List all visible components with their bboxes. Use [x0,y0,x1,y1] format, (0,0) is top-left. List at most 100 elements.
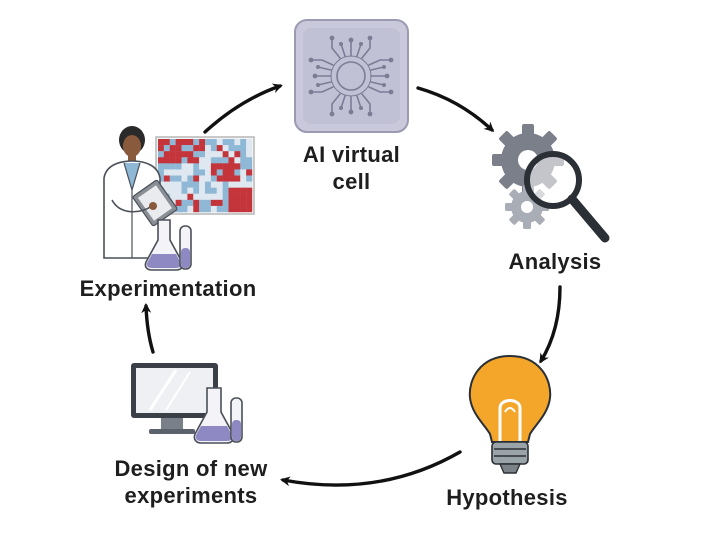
heatmap-cell [205,157,212,164]
heatmap-cell [199,199,206,207]
heatmap-cell [210,193,217,201]
heatmap-cell [210,157,217,164]
heatmap-cell [228,163,235,170]
monitor [131,363,218,434]
experimentation-label: Experimentation [79,276,257,301]
heatmap-cell [175,139,182,146]
heatmap-cell [216,139,223,146]
heatmap-cell [228,169,235,176]
heatmap-cell [246,205,253,213]
heatmap-cell [216,193,223,201]
heatmap-cell [234,205,241,213]
heatmap-cell [246,169,253,176]
heatmap-cell [169,151,176,158]
heatmap-cell [175,193,182,201]
heatmap-cell [187,199,194,207]
arrow-design-to-experimentation [141,303,155,354]
heatmap-cell [222,181,229,188]
heatmap-cell [181,187,188,194]
heatmap-cell [216,199,223,207]
heatmap-cell [175,187,182,194]
heatmap-cell [216,145,223,152]
heatmap-cell [240,205,247,213]
heatmap-cell [205,199,212,207]
heatmap-cell [163,139,170,146]
heatmap-cell [228,181,235,188]
heatmap-cell [222,157,229,164]
heatmap-cell [181,151,188,158]
chip-icon [294,19,409,133]
heatmap-cell [187,187,194,194]
heatmap-cell [246,145,253,152]
heatmap-cell [210,181,217,188]
heatmap-cell [158,163,165,170]
ai-virtual-cell-label-line2: cell [332,169,371,194]
scientist [103,126,178,259]
heatmap-cell [169,181,176,188]
heatmap-cell [228,205,235,213]
heatmap-cell [158,175,165,182]
heatmap-cell [234,145,241,152]
heatmap-cell [181,163,188,170]
heatmap-cell [240,187,247,194]
heatmap-cell [216,151,223,158]
arrow-analysis-to-hypothesis [539,285,562,364]
heatmap-cell [240,181,247,188]
heatmap-cell [187,193,194,201]
design-label-line1: Design of new [114,456,268,481]
heatmap-cell [175,157,182,164]
heatmap-cell [210,169,217,176]
heatmap-cell [158,151,165,158]
heatmap-cell [187,151,194,158]
heatmap-cell [216,175,223,182]
heatmap-cell [246,157,253,164]
heatmap-cell [193,193,200,201]
heatmap-cell [216,205,223,213]
design-label: Design of new experiments [96,455,286,509]
heatmap-cell [210,151,217,158]
heatmap-cell [222,205,229,213]
heatmap-cell [181,199,188,207]
heatmap-cell [175,181,182,188]
heatmap-cell [210,163,217,170]
heatmap-cell [222,139,229,146]
heatmap-cell [187,181,194,188]
heatmap-cell [175,151,182,158]
heatmap-cell [240,163,247,170]
heatmap-cell [169,175,176,182]
heatmap-cell [187,205,194,213]
heatmap-cell [228,151,235,158]
heatmap-cell [240,145,247,152]
magnifier [524,151,610,243]
heatmap-cell [234,193,241,201]
heatmap-cell [169,157,176,164]
heatmap-cell [216,181,223,188]
heatmap-cell [163,157,170,164]
heatmap-cell [205,169,212,176]
heatmap-cell [193,181,200,188]
heatmap-cell [222,169,229,176]
heatmap-cell [169,187,176,194]
heatmap-cell [222,187,229,194]
heatmap-cell [199,187,206,194]
heatmap-cell [240,151,247,158]
heatmap-cell [228,139,235,146]
heatmap-cell [234,199,241,207]
heatmap-cell [193,157,200,164]
heatmap-cell [181,181,188,188]
heatmap-cell [158,139,165,146]
heatmap-cell [210,175,217,182]
heatmap-cell [222,193,229,201]
heatmap-cell [210,199,217,207]
heatmap-cell [234,181,241,188]
heatmap-cell [169,193,176,201]
heatmap-cell [175,145,182,152]
heatmap-cell [246,139,253,146]
heatmap-cell [199,151,206,158]
hypothesis-label: Hypothesis [446,485,568,510]
heatmap-cell [193,163,200,170]
heatmap-cell [181,157,188,164]
heatmap-cell [222,199,229,207]
